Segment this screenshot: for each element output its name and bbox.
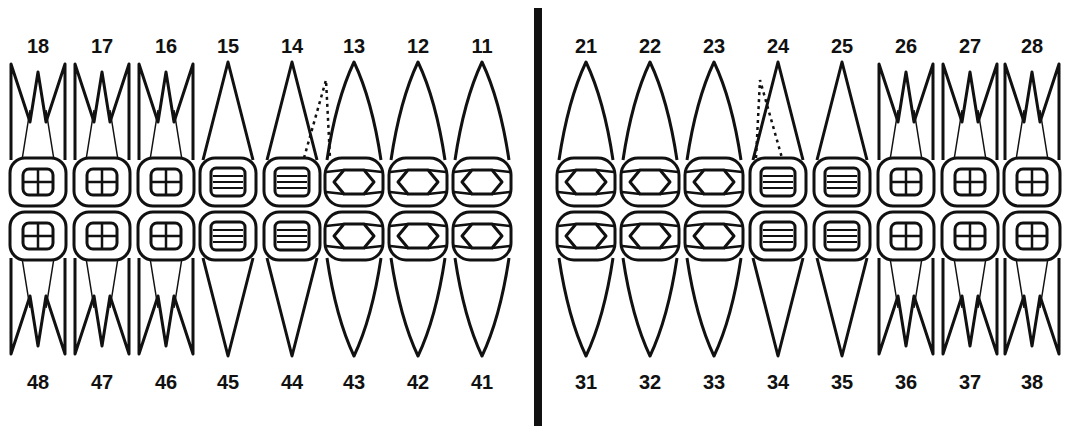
tooth-number: 36 <box>895 372 917 392</box>
tooth-number: 33 <box>703 372 725 392</box>
tooth-number: 34 <box>767 372 789 392</box>
molar-tooth <box>942 212 998 354</box>
tooth-number: 31 <box>575 372 597 392</box>
anterior-tooth <box>685 62 743 206</box>
premolar-tooth <box>200 62 256 206</box>
premolar-tooth <box>264 62 320 206</box>
extra-root <box>756 80 782 158</box>
anterior-tooth <box>453 212 511 356</box>
tooth-number: 35 <box>831 372 853 392</box>
tooth-number: 41 <box>471 372 493 392</box>
tooth-number: 22 <box>639 36 661 56</box>
extra-root <box>304 80 330 158</box>
tooth-number: 16 <box>155 36 177 56</box>
tooth-number: 28 <box>1021 36 1043 56</box>
tooth-number: 44 <box>281 372 303 392</box>
tooth-number: 23 <box>703 36 725 56</box>
tooth-number: 47 <box>91 372 113 392</box>
tooth-number: 13 <box>343 36 365 56</box>
premolar-tooth <box>200 212 256 356</box>
tooth-number: 24 <box>767 36 789 56</box>
tooth-number: 43 <box>343 372 365 392</box>
anterior-tooth <box>389 62 447 206</box>
molar-tooth <box>74 212 130 354</box>
premolar-tooth <box>814 62 870 206</box>
anterior-tooth <box>453 62 511 206</box>
tooth-number: 42 <box>407 372 429 392</box>
molar-tooth <box>10 212 66 354</box>
premolar-tooth <box>750 62 806 206</box>
tooth-number: 46 <box>155 372 177 392</box>
tooth-number: 27 <box>959 36 981 56</box>
tooth-number: 17 <box>91 36 113 56</box>
tooth-number: 38 <box>1021 372 1043 392</box>
premolar-tooth <box>814 212 870 356</box>
tooth-number: 48 <box>27 372 49 392</box>
premolar-tooth <box>750 212 806 356</box>
tooth-number: 12 <box>407 36 429 56</box>
molar-tooth <box>138 212 194 354</box>
tooth-number: 11 <box>471 36 492 56</box>
anterior-tooth <box>621 212 679 356</box>
molar-tooth <box>74 64 130 206</box>
anterior-tooth <box>621 62 679 206</box>
tooth-number: 26 <box>895 36 917 56</box>
tooth-number: 18 <box>27 36 49 56</box>
midline-divider <box>534 8 542 426</box>
molar-tooth <box>942 64 998 206</box>
anterior-tooth <box>557 212 615 356</box>
molar-tooth <box>878 64 934 206</box>
anterior-tooth <box>325 212 383 356</box>
premolar-tooth <box>264 212 320 356</box>
anterior-tooth <box>389 212 447 356</box>
molar-tooth <box>1004 64 1060 206</box>
tooth-number: 37 <box>959 372 981 392</box>
molar-tooth <box>878 212 934 354</box>
tooth-number: 14 <box>281 36 303 56</box>
tooth-number: 32 <box>639 372 661 392</box>
molar-tooth <box>1004 212 1060 354</box>
molar-tooth <box>10 64 66 206</box>
tooth-number: 45 <box>217 372 239 392</box>
anterior-tooth <box>685 212 743 356</box>
anterior-tooth <box>557 62 615 206</box>
molar-tooth <box>138 64 194 206</box>
anterior-tooth <box>325 62 383 206</box>
tooth-number: 21 <box>575 36 597 56</box>
tooth-number: 25 <box>831 36 853 56</box>
tooth-number: 15 <box>217 36 239 56</box>
